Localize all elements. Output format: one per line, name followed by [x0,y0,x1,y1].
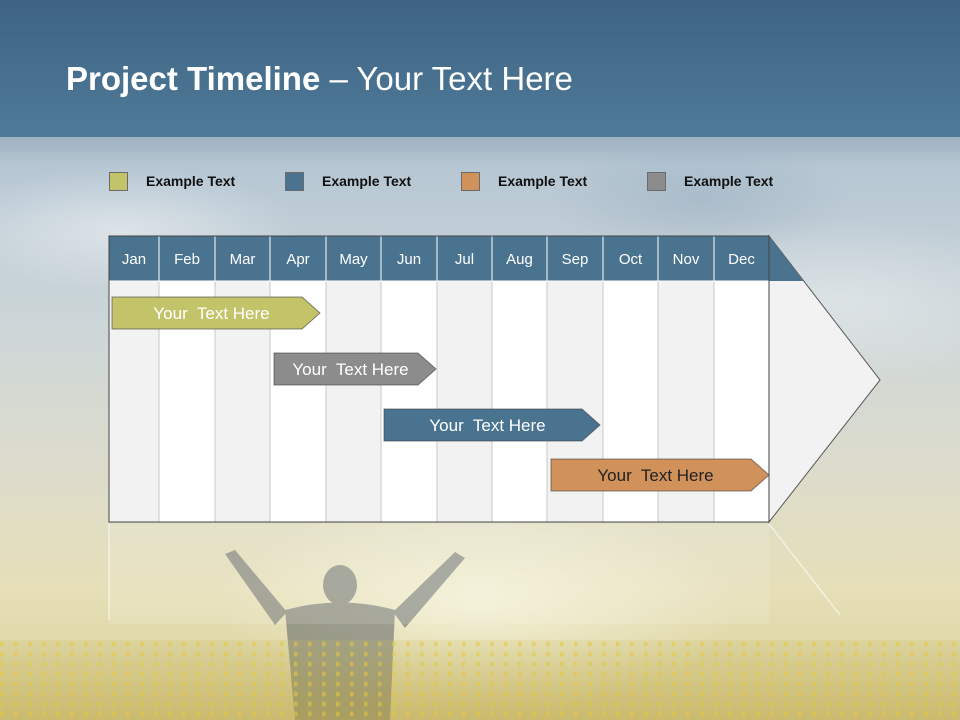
month-label: Mar [230,251,256,268]
month-column [380,280,438,523]
month-label: Jan [122,251,146,268]
timeline-bar-label: Your Text Here [429,416,545,435]
legend-swatch-2 [285,171,304,191]
month-column [436,280,493,523]
month-header-cell [657,235,715,282]
month-label: Jun [397,251,421,268]
timeline-bar-label: Your Text Here [292,360,408,379]
legend-item-1: Example Text [109,170,235,192]
month-label: Jul [455,251,474,268]
timeline-bar [111,296,321,330]
title-bar [0,0,960,137]
month-label: Oct [619,251,643,268]
timeline-frame [108,235,770,523]
month-label: Feb [174,251,200,268]
page-title: Project Timeline – Your Text Here [66,60,573,98]
legend-swatch-4 [647,171,666,191]
month-header-cell [108,235,160,282]
month-header-cell [436,235,493,282]
timeline-reflection [108,523,841,620]
month-label: Dec [728,251,755,268]
month-label: Aug [506,251,533,268]
month-label: Sep [562,251,589,268]
timeline-bar [273,352,437,386]
month-header-cell [491,235,548,282]
flower-field-image [0,640,960,720]
month-header-cell [269,235,327,282]
timeline-bar-label: Your Text Here [153,304,269,323]
timeline-bar [383,408,601,442]
timeline-bar-label: Your Text Here [597,466,713,485]
legend: Example Text Example Text Example Text E… [0,170,960,194]
title-bold: Project Timeline [66,60,321,97]
month-header-cell [325,235,382,282]
timeline-arrow-header [769,236,803,281]
title-bar-strip [0,137,960,165]
month-label: May [339,251,368,268]
timeline-bar [550,458,770,492]
legend-swatch-3 [461,171,480,191]
legend-label-1: Example Text [146,173,236,189]
month-header-cell [713,235,770,282]
month-column [491,280,548,523]
legend-item-3: Example Text [461,170,587,192]
legend-label-2: Example Text [322,173,412,189]
month-label: Nov [673,251,700,268]
month-header-cell [602,235,659,282]
month-label: Apr [286,251,309,268]
legend-item-4: Example Text [647,170,773,192]
legend-label-3: Example Text [498,173,588,189]
legend-item-2: Example Text [285,170,411,192]
legend-swatch-1 [109,171,128,191]
month-header-cell [546,235,604,282]
month-header-cell [380,235,438,282]
month-column [325,280,382,523]
title-rest: – Your Text Here [320,60,573,97]
legend-label-4: Example Text [684,173,774,189]
timeline-reflection-fill [109,524,769,624]
